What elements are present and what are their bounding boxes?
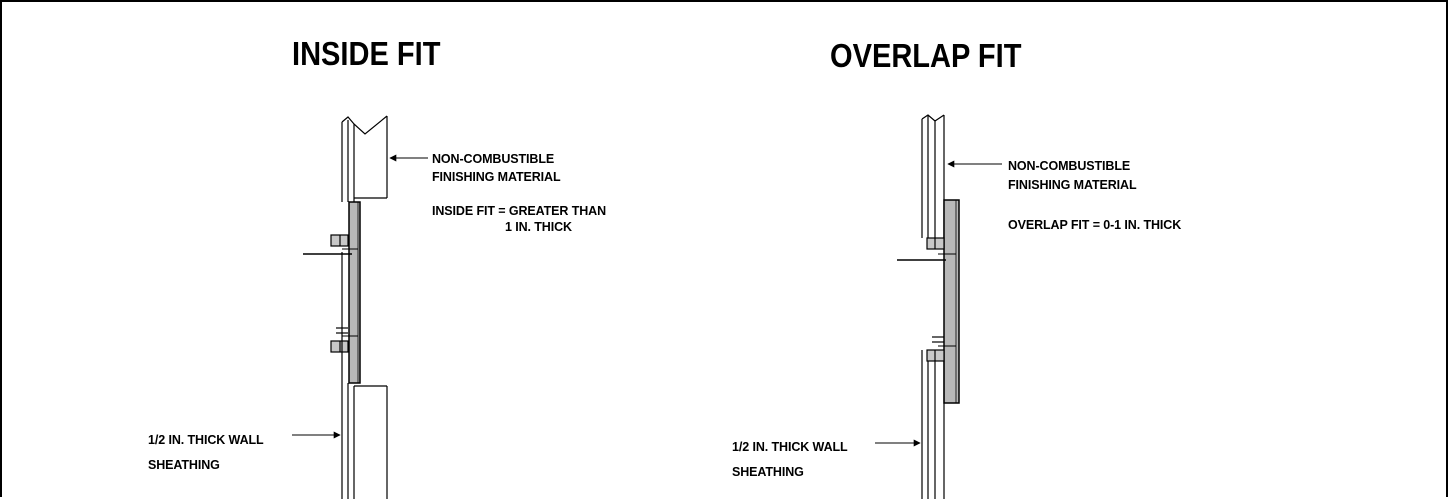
inside-lower-sheathing [341, 252, 388, 499]
overlap-fit-detail [875, 114, 1002, 499]
overlap-sheathing-label-line1: 1/2 IN. THICK WALL [732, 440, 848, 454]
overlap-fasteners [897, 237, 956, 362]
inside-fit-note-line1: INSIDE FIT = GREATER THAN [432, 204, 607, 218]
inside-panel [348, 201, 361, 384]
overlap-fit-title: OVERLAP FIT [830, 37, 1022, 74]
inside-fasteners [303, 234, 358, 353]
overlap-finish-label-line2: FINISHING MATERIAL [1008, 178, 1137, 192]
inside-sheathing-label-line1: 1/2 IN. THICK WALL [148, 433, 264, 447]
inside-upper-finish [341, 115, 388, 202]
inside-fit-title: INSIDE FIT [292, 35, 441, 72]
inside-finish-label-line1: NON-COMBUSTIBLE [432, 152, 555, 166]
inside-fit-note-line2: 1 IN. THICK [505, 220, 572, 234]
overlap-fit-note: OVERLAP FIT = 0-1 IN. THICK [1008, 218, 1182, 232]
overlap-lower-sheathing [921, 350, 945, 499]
overlap-sheathing-label-line2: SHEATHING [732, 465, 804, 479]
overlap-finish-label-line1: NON-COMBUSTIBLE [1008, 159, 1131, 173]
inside-fit-detail [292, 115, 428, 499]
inside-finish-label-line2: FINISHING MATERIAL [432, 170, 561, 184]
inside-sheathing-label-line2: SHEATHING [148, 458, 220, 472]
overlap-upper-finish [921, 114, 945, 238]
overlap-panel [943, 199, 960, 404]
